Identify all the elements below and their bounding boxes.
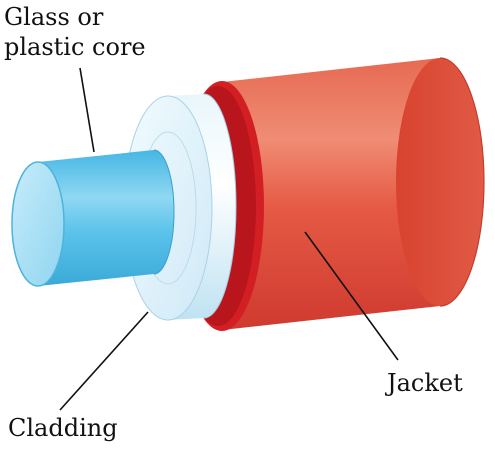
cladding-leader-line: [59, 311, 149, 411]
core-leader-line: [79, 67, 95, 153]
jacket-leader-line: [304, 231, 399, 361]
core-label-line-1: Glass or: [4, 3, 104, 31]
core-label: Glass or plastic core: [4, 2, 146, 62]
core-label-line-2: plastic core: [4, 33, 146, 61]
cladding-label: Cladding: [8, 414, 118, 442]
core: [11, 149, 175, 287]
jacket-label: Jacket: [387, 369, 463, 397]
